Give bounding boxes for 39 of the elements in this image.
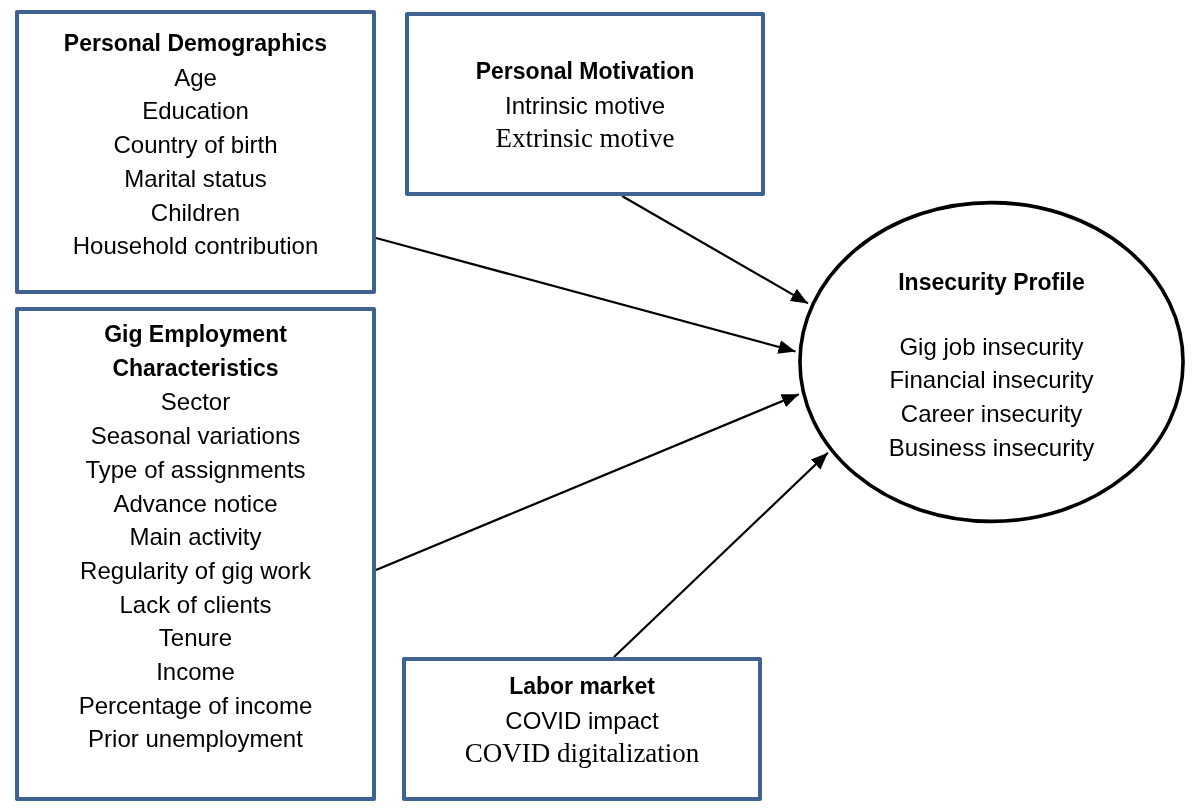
factor-box bbox=[405, 12, 765, 196]
heading: Gig Employment Characteristics bbox=[103, 320, 288, 383]
list-item: Seasonal variations bbox=[90, 421, 301, 452]
list-item: Household contribution bbox=[72, 231, 319, 262]
list-item: Business insecurity bbox=[888, 432, 1095, 463]
list-item: Career insecurity bbox=[900, 399, 1083, 430]
list-item: COVID impact bbox=[505, 705, 659, 736]
factor-box bbox=[15, 10, 376, 294]
heading: Insecurity Profile bbox=[898, 268, 1085, 297]
factor-box bbox=[15, 307, 376, 801]
heading: Personal Motivation bbox=[475, 57, 695, 86]
list-item: Percentage of income bbox=[78, 690, 313, 721]
list-item: COVID digitalization bbox=[464, 737, 700, 771]
arrow bbox=[375, 393, 800, 571]
list-item: Marital status bbox=[124, 163, 267, 194]
outcome-ellipse bbox=[798, 201, 1185, 523]
list-item: Extrinsic motive bbox=[495, 122, 675, 156]
list-item: Intrinsic motive bbox=[504, 90, 665, 121]
heading: Labor market bbox=[509, 672, 655, 701]
list-item: Country of birth bbox=[113, 130, 278, 161]
list-item: Age bbox=[174, 62, 217, 93]
list-item: Financial insecurity bbox=[889, 365, 1094, 396]
arrow bbox=[621, 195, 809, 305]
list-item: Tenure bbox=[158, 623, 233, 654]
list-item: Prior unemployment bbox=[88, 724, 303, 755]
list-item: Regularity of gig work bbox=[80, 555, 311, 586]
list-item: Type of assignments bbox=[85, 454, 306, 485]
list-item: Lack of clients bbox=[119, 589, 272, 620]
arrow bbox=[613, 452, 829, 658]
list-item: Gig job insecurity bbox=[899, 331, 1084, 362]
list-item: Main activity bbox=[129, 522, 262, 553]
list-item: Sector bbox=[160, 387, 231, 418]
heading: Personal Demographics bbox=[63, 29, 328, 58]
arrow bbox=[375, 236, 796, 354]
list-item: Income bbox=[156, 657, 235, 688]
factor-box bbox=[402, 657, 762, 801]
list-item: Advance notice bbox=[113, 488, 278, 519]
list-item: Education bbox=[142, 96, 249, 127]
list-item: Children bbox=[150, 197, 241, 228]
